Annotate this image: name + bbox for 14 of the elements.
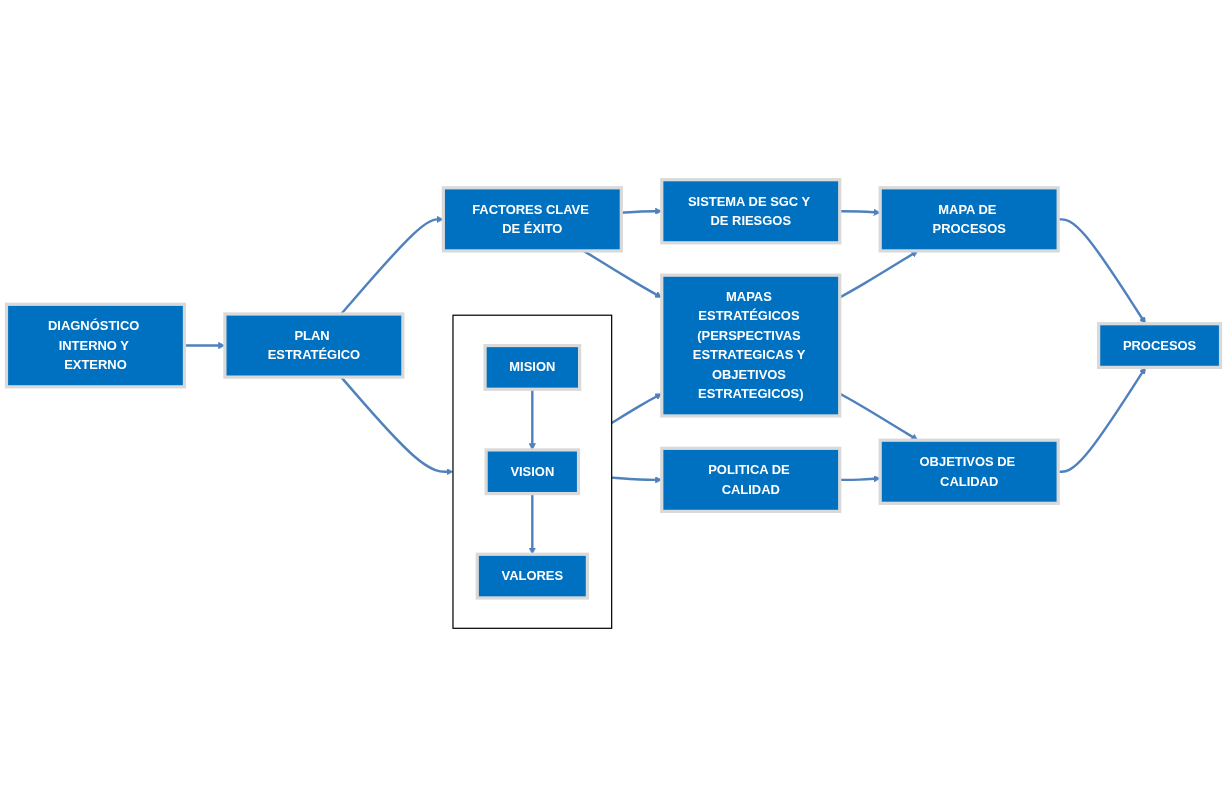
- node-box: MAPAS ESTRATÉGICOS (PERSPECTIVAS ESTRATEGICAS Y OBJETIVOS ESTRATEGICOS): [660, 273, 842, 418]
- cluster: [452, 314, 613, 629]
- node-box: PROCESOS: [1097, 322, 1223, 369]
- node-box: PLAN ESTRATÉGICO: [223, 312, 405, 379]
- node-box: POLITICA DE CALIDAD: [660, 446, 842, 513]
- node-box: MAPA DE PROCESOS: [878, 186, 1060, 253]
- node-box: DIAGNÓSTICO INTERNO Y EXTERNO: [4, 302, 187, 389]
- node-box: OBJETIVOS DE CALIDAD: [878, 438, 1060, 505]
- node-box: SISTEMA DE SGC Y DE RIESGOS: [660, 178, 842, 245]
- node-box: VALORES: [475, 552, 589, 600]
- node-box: FACTORES CLAVE DE ÉXITO: [441, 186, 623, 253]
- arrow: [528, 493, 536, 555]
- node-box: VISION: [484, 448, 581, 496]
- node-box: MISION: [483, 343, 582, 391]
